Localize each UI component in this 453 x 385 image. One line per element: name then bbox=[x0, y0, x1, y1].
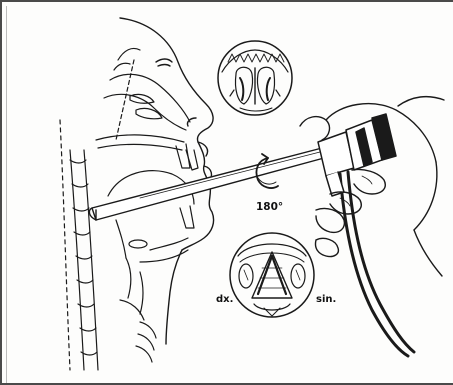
vocal-cord-left-label: dx. bbox=[216, 294, 233, 305]
endoscope-handle bbox=[318, 114, 414, 356]
oral-cavity bbox=[96, 135, 198, 362]
upper-inset-view bbox=[218, 41, 292, 115]
vocal-cord-right-label: sin. bbox=[316, 294, 336, 305]
cervical-spine bbox=[60, 120, 98, 370]
nasal-cavity bbox=[104, 48, 190, 140]
rotation-label: 180° bbox=[256, 201, 283, 213]
lower-inset-view bbox=[230, 233, 314, 317]
endoscope-rod bbox=[89, 148, 324, 220]
